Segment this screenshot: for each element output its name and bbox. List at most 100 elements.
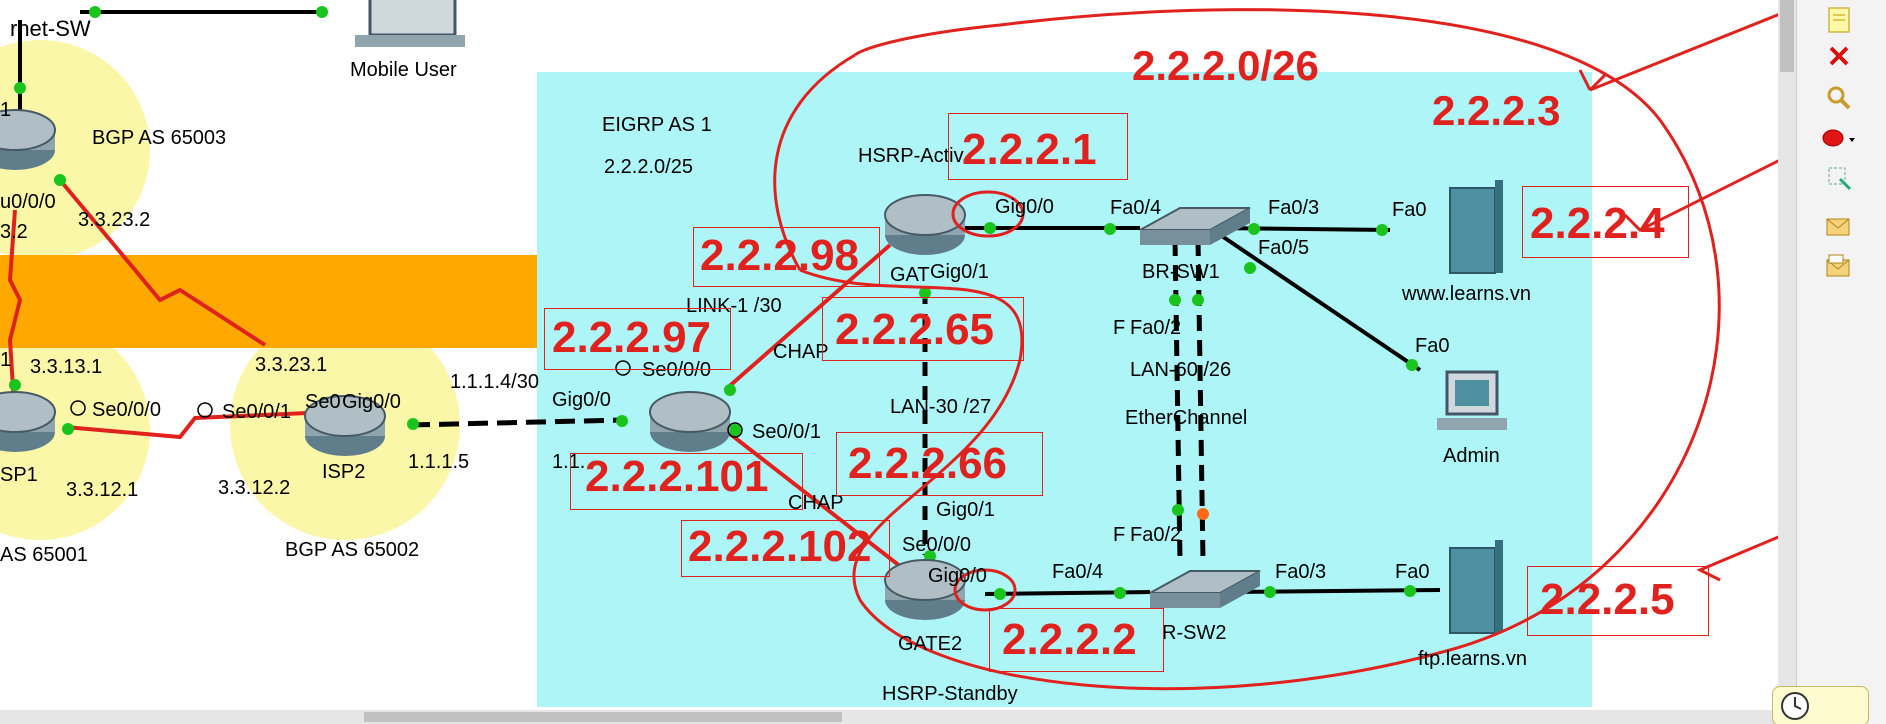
clock-icon bbox=[1781, 692, 1809, 720]
label-gate1: GAT bbox=[890, 264, 930, 286]
draw-shape-icon[interactable] bbox=[1819, 118, 1859, 158]
label-mobile-user: Mobile User bbox=[350, 59, 457, 81]
hand-drawn-annotations bbox=[773, 8, 1796, 691]
annotation-ip102: 2.2.2.102 bbox=[688, 522, 872, 571]
switch-br-sw1[interactable] bbox=[1139, 207, 1251, 245]
router-gate2[interactable] bbox=[884, 559, 966, 620]
box-gate1-ip bbox=[948, 113, 1128, 180]
server-ftp[interactable] bbox=[1449, 540, 1503, 634]
label-bgp-65001: AS 65001 bbox=[0, 544, 88, 566]
label-fa02-top-a: F bbox=[1113, 317, 1126, 339]
note-icon[interactable] bbox=[1819, 0, 1859, 40]
label-fa04-top: Fa0/4 bbox=[1110, 197, 1162, 219]
switch-br-sw2[interactable] bbox=[1149, 570, 1261, 608]
label-wan-net: 1.1.1.4/30 bbox=[450, 371, 539, 393]
label-r1-link-ip: 3.3.23.2 bbox=[78, 209, 151, 231]
label-fa0-ftp: Fa0 bbox=[1395, 561, 1430, 583]
label-isp1-name: SP1 bbox=[0, 464, 38, 486]
label-chap-bottom: CHAP bbox=[788, 492, 844, 514]
annotation-ip98: 2.2.2.98 bbox=[700, 231, 860, 280]
label-eigrp-net: 2.2.2.0/25 bbox=[604, 156, 693, 178]
label-hsrp-standby: HSRP-Standby bbox=[882, 683, 1018, 705]
box-ip102 bbox=[681, 520, 890, 577]
label-gate2: GATE2 bbox=[898, 633, 963, 655]
pc-admin[interactable] bbox=[1437, 370, 1507, 430]
server-www[interactable] bbox=[1449, 180, 1503, 274]
horizontal-scrollbar-thumb[interactable] bbox=[364, 712, 842, 722]
annotation-ip101: 2.2.2.101 bbox=[585, 452, 769, 501]
box-ftp-ip bbox=[1527, 566, 1709, 636]
label-ftp-server: ftp.learns.vn bbox=[1418, 648, 1527, 670]
complex-pdu-icon[interactable] bbox=[1819, 246, 1859, 286]
router-gate1[interactable] bbox=[884, 194, 966, 255]
label-gate1-gig01: Gig0/1 bbox=[930, 261, 989, 283]
label-se000-core: Se0/0/0 bbox=[642, 359, 711, 381]
label-isp2-ip: 1.1.1.5 bbox=[408, 451, 470, 473]
label-fa05: Fa0/5 bbox=[1258, 237, 1310, 259]
label-link1: LINK-1 /30 bbox=[686, 295, 782, 317]
label-fa04-bot: Fa0/4 bbox=[1052, 561, 1104, 583]
box-web-ip bbox=[1522, 186, 1689, 258]
label-fa02-top-b: Fa0/2 bbox=[1130, 317, 1182, 339]
box-ip101 bbox=[570, 453, 803, 510]
label-r1-iface: u0/0/0 bbox=[0, 191, 56, 213]
annotation-web-ip: 2.2.2.4 bbox=[1530, 199, 1665, 248]
label-isp1-link: 3.3.12.1 bbox=[66, 479, 139, 501]
annotation-gate2-ip: 2.2.2.2 bbox=[1002, 615, 1137, 664]
router-core[interactable] bbox=[649, 391, 731, 452]
label-fa0-web: Fa0 bbox=[1392, 199, 1427, 221]
eigrp-area bbox=[537, 72, 1592, 707]
annotation-ftp-ip: 2.2.2.5 bbox=[1540, 575, 1675, 624]
label-isp1-top: 1 bbox=[0, 349, 12, 371]
vertical-scrollbar[interactable] bbox=[1778, 0, 1796, 710]
router-isp2[interactable] bbox=[304, 395, 386, 456]
label-internet-sw: rnet-SW bbox=[10, 16, 91, 41]
label-brsw1: BR-SW1 bbox=[1142, 261, 1220, 283]
link-status-dot-orange bbox=[1197, 508, 1209, 520]
annotation-ip66: 2.2.2.66 bbox=[848, 439, 1008, 488]
clock-icons bbox=[70, 360, 743, 438]
box-gate2-ip bbox=[989, 608, 1164, 672]
label-isp2-se-remote: Se0/0/1 bbox=[222, 401, 291, 423]
label-fa03-top: Fa0/3 bbox=[1268, 197, 1320, 219]
label-admin: Admin bbox=[1443, 445, 1500, 467]
simple-pdu-icon[interactable] bbox=[1819, 206, 1859, 246]
horizontal-scrollbar[interactable] bbox=[0, 710, 1778, 724]
label-r1-ip: 3.2 bbox=[0, 221, 28, 243]
router-r1[interactable] bbox=[0, 109, 56, 170]
router-isp1[interactable] bbox=[0, 391, 56, 452]
common-tools-bar bbox=[1772, 0, 1886, 724]
annotation-vip: 2.2.2.3 bbox=[1432, 87, 1561, 134]
box-ip97 bbox=[544, 308, 731, 370]
label-isp1-ip: 3.3.13.1 bbox=[30, 356, 103, 378]
select-area-icon[interactable] bbox=[1819, 158, 1859, 198]
label-fa03-bot: Fa0/3 bbox=[1275, 561, 1327, 583]
label-isp2-top: 3.3.23.1 bbox=[255, 354, 328, 376]
annotation-ip97: 2.2.2.97 bbox=[552, 313, 712, 362]
delete-icon[interactable] bbox=[1819, 36, 1859, 76]
label-chap-top: CHAP bbox=[773, 341, 829, 363]
label-r1-suffix: 1 bbox=[0, 99, 12, 121]
label-hsrp-active: HSRP-Activ bbox=[858, 145, 964, 167]
label-web-server: www.learns.vn bbox=[1402, 283, 1531, 305]
label-eigrp: EIGRP AS 1 bbox=[602, 114, 712, 136]
bgp-as-65001-area bbox=[0, 320, 150, 540]
realtime-mode-toggle[interactable] bbox=[1772, 686, 1869, 724]
label-etherchannel: EtherChannel bbox=[1125, 407, 1248, 429]
label-isp2-name: ISP2 bbox=[322, 461, 366, 483]
label-gate2-gig01: Gig0/1 bbox=[936, 499, 995, 521]
annotation-gate1-ip: 2.2.2.1 bbox=[962, 125, 1097, 174]
inspect-icon[interactable] bbox=[1819, 78, 1859, 118]
label-bgp-65002: BGP AS 65002 bbox=[285, 539, 420, 561]
label-bgp-65003: BGP AS 65003 bbox=[92, 127, 227, 149]
label-core-ip-prefix: 1.1. bbox=[552, 451, 586, 473]
annotation-network: 2.2.2.0/26 bbox=[1132, 42, 1319, 89]
vertical-scrollbar-thumb[interactable] bbox=[1780, 0, 1794, 72]
label-fa02-bot-b: Fa0/2 bbox=[1130, 524, 1182, 546]
box-ip65 bbox=[822, 297, 1024, 361]
bgp-as-65003-area bbox=[0, 40, 150, 260]
mobile-user-device[interactable] bbox=[355, 0, 465, 47]
box-ip66 bbox=[836, 432, 1043, 496]
